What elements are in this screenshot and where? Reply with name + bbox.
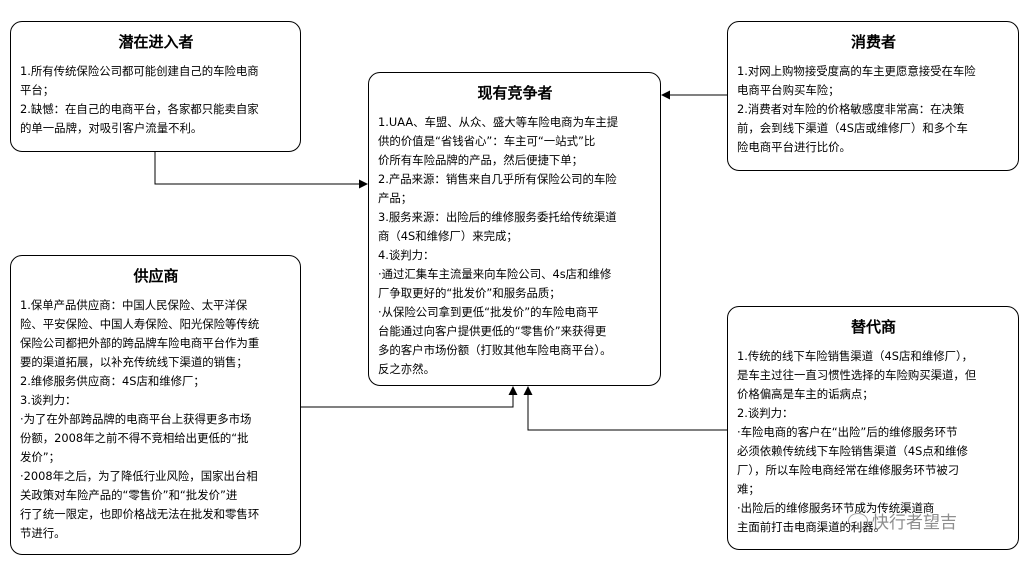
- watermark: 快行者望吉: [848, 508, 957, 533]
- wechat-icon: [848, 512, 868, 529]
- arrow-substitutes-to-competitors: [523, 386, 728, 431]
- box-body: 1.UAA、车盟、从众、盛大等车险电商为车主提供的价值是“省钱省心”：车主可“一…: [378, 113, 652, 379]
- box-text-line: 价格偏高是车主的诟病点；: [737, 387, 874, 401]
- box-text-line: ·2008年之后，为了降低行业风险，国家出台相: [20, 469, 258, 483]
- box-text-line: 商（4S和维修厂）来完成；: [378, 229, 518, 243]
- box-text-line: 必须依赖传统线下车险销售渠道（4S点和维修: [737, 444, 968, 458]
- box-title: 供应商: [133, 267, 179, 285]
- box-text-line: 2.产品来源：销售来自几乎所有保险公司的车险: [378, 172, 617, 186]
- box-text-line: 要的渠道拓展，以补充传统线下渠道的销售；: [20, 355, 248, 369]
- box-body: 1.对网上购物接受度高的车主更愿意接受在车险电商平台购买车险； 2.消费者对车险的…: [737, 62, 1010, 157]
- box-text-line: 厂争取更好的“批发价”和服务品质；: [378, 286, 561, 300]
- box-text-line: 2.谈判力：: [737, 406, 794, 420]
- box-text-line: 2.缺憾：在自己的电商平台，各家都只能卖自家: [20, 102, 259, 116]
- box-text-line: ·通过汇集车主流量来向车险公司、4s店和维修: [378, 267, 612, 281]
- box-text-line: ·车险电商的客户在“出险”后的维修服务环节: [737, 425, 958, 439]
- box-text-line: 1.传统的线下车险销售渠道（4S店和维修厂），: [737, 349, 974, 363]
- box-title: 现有竞争者: [477, 84, 553, 102]
- box-text-line: 反之亦然。: [378, 362, 435, 376]
- box-text-line: 保险公司都把外部的跨品牌车险电商平台作为重: [20, 336, 260, 350]
- box-text-line: 1.所有传统保险公司都可能创建自己的车险电商: [20, 64, 259, 78]
- box-text-line: 难；: [737, 482, 760, 496]
- box-title: 消费者: [850, 33, 896, 51]
- box-text-line: 行了统一限定，也即价格战无法在批发和零售环: [20, 507, 260, 521]
- box-text-line: 产品；: [378, 191, 413, 205]
- box-text-line: 1.保单产品供应商：中国人民保险、太平洋保: [20, 298, 248, 312]
- box-text-line: 前，会到线下渠道（4S店或维修厂）和多个车: [737, 121, 968, 135]
- box-text-line: 3.谈判力：: [20, 393, 77, 407]
- box-body: 1.传统的线下车险销售渠道（4S店和维修厂）， 是车主过往一直习惯性选择的车险购买…: [737, 347, 1010, 537]
- box-text-line: 1.对网上购物接受度高的车主更愿意接受在车险: [737, 64, 976, 78]
- arrow-suppliers-to-competitors: [300, 386, 518, 408]
- box-body: 1.所有传统保险公司都可能创建自己的车险电商平台； 2.缺憾：在自己的电商平台，各…: [20, 62, 292, 138]
- box-text-line: 厂），所以车险电商经常在维修服务环节被刁: [737, 463, 960, 477]
- box-text-line: ·出险后的维修服务环节成为传统渠道商: [737, 501, 935, 515]
- box-suppliers: 供应商 1.保单产品供应商：中国人民保险、太平洋保险、平安保险、中国人寿保险、阳…: [10, 255, 301, 555]
- box-title: 潜在进入者: [118, 33, 194, 51]
- box-text-line: 电商平台购买车险；: [737, 83, 840, 97]
- box-text-line: 发价”；: [20, 450, 61, 464]
- box-text-line: 险电商平台进行比价。: [737, 140, 851, 154]
- box-text-line: 份额，2008年之前不得不竞相给出更低的“批: [20, 431, 249, 445]
- box-text-line: 平台；: [20, 83, 55, 97]
- box-text-line: 的单一品牌，对吸引客户流量不利。: [20, 121, 203, 135]
- box-text-line: ·为了在外部跨品牌的电商平台上获得更多市场: [20, 412, 252, 426]
- box-substitutes: 替代商 1.传统的线下车险销售渠道（4S店和维修厂）， 是车主过往一直习惯性选择的…: [727, 306, 1019, 550]
- box-existing-competitors: 现有竞争者 1.UAA、车盟、从众、盛大等车险电商为车主提供的价值是“省钱省心”…: [368, 72, 661, 386]
- box-consumers: 消费者 1.对网上购物接受度高的车主更愿意接受在车险电商平台购买车险； 2.消费者…: [727, 21, 1019, 171]
- box-text-line: 供的价值是“省钱省心”：车主可“一站式”比: [378, 134, 596, 148]
- box-potential-entrants: 潜在进入者 1.所有传统保险公司都可能创建自己的车险电商平台； 2.缺憾：在自己的…: [10, 21, 301, 152]
- box-text-line: 3.服务来源：出险后的维修服务委托给传统渠道: [378, 210, 617, 224]
- box-text-line: 多的客户市场份额（打败其他车险电商平台）。: [378, 343, 612, 357]
- arrow-entrants-to-competitors: [154, 152, 368, 189]
- box-title: 替代商: [850, 318, 896, 336]
- box-text-line: 4.谈判力：: [378, 248, 435, 262]
- box-text-line: 节进行。: [20, 526, 66, 540]
- box-text-line: 价所有车险品牌的产品，然后便捷下单；: [378, 153, 584, 167]
- box-text-line: 台能通过向客户提供更低的“零售价”来获得更: [378, 324, 607, 338]
- box-text-line: 是车主过往一直习惯性选择的车险购买渠道，但: [737, 368, 977, 382]
- box-text-line: 1.UAA、车盟、从众、盛大等车险电商为车主提: [378, 115, 619, 129]
- box-text-line: 2.维修服务供应商：4S店和维修厂；: [20, 374, 205, 388]
- box-text-line: 2.消费者对车险的价格敏感度非常高：在决策: [737, 102, 965, 116]
- box-body: 1.保单产品供应商：中国人民保险、太平洋保险、平安保险、中国人寿保险、阳光保险等…: [20, 296, 292, 543]
- box-text-line: 关政策对车险产品的“零售价”和“批发价”进: [20, 488, 238, 502]
- box-text-line: 险、平安保险、中国人寿保险、阳光保险等传统: [20, 317, 260, 331]
- box-text-line: ·从保险公司拿到更低“批发价”的车险电商平: [378, 305, 599, 319]
- watermark-text: 快行者望吉: [872, 513, 957, 533]
